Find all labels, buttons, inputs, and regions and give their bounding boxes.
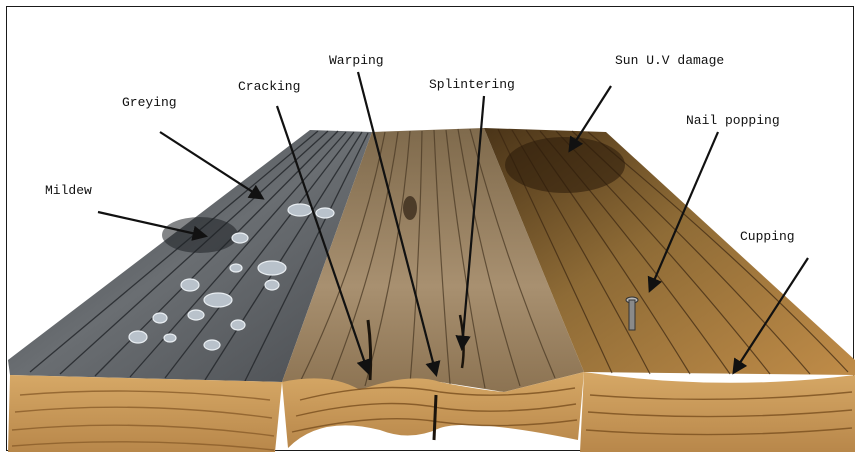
- greying-arrow: [160, 132, 262, 198]
- label-cracking: Cracking: [235, 78, 303, 96]
- label-nail-popping: Nail popping: [683, 112, 783, 130]
- label-sun-uv-damage: Sun U.V damage: [612, 52, 727, 70]
- label-splintering: Splintering: [426, 76, 518, 94]
- label-warping: Warping: [326, 52, 387, 70]
- label-greying: Greying: [119, 94, 180, 112]
- brown-board-end-grain: [580, 372, 855, 452]
- label-cupping: Cupping: [737, 228, 798, 246]
- label-mildew: Mildew: [42, 182, 95, 200]
